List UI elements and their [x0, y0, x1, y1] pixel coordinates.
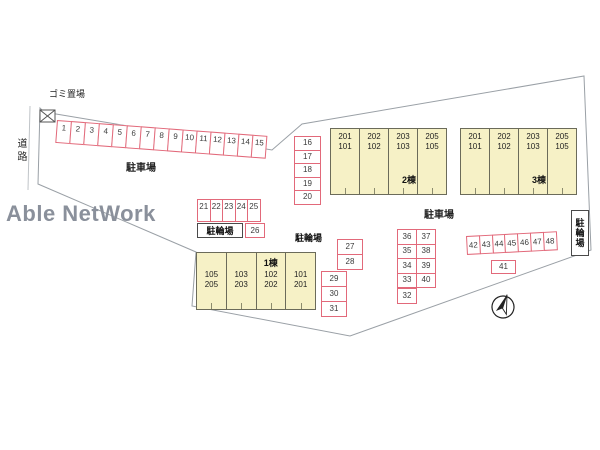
- unit-lower-number: 101: [338, 142, 352, 152]
- unit-upper-number: 202: [497, 132, 511, 141]
- unit-lower-number: 102: [497, 142, 511, 152]
- parking-space: 22: [209, 199, 223, 222]
- parking-space: 33: [397, 272, 417, 288]
- unit-upper-number: 203: [526, 132, 540, 141]
- parking-space: 37: [416, 229, 436, 245]
- parking-space: 21: [197, 199, 211, 222]
- unit-cell: 203 103: [518, 129, 547, 194]
- unit-upper-number: 205: [555, 132, 569, 141]
- parking-grid-row: 36 37: [397, 229, 436, 245]
- parking-space: 16: [294, 136, 321, 151]
- parking-space: 40: [416, 272, 436, 288]
- unit-lower-number: 202: [264, 280, 278, 290]
- parking-space-41: 41: [491, 260, 516, 274]
- building-2-label: 2棟: [401, 175, 416, 185]
- parking-space: 48: [542, 231, 558, 251]
- parking-space: 25: [247, 199, 261, 222]
- unit-upper-number: 203: [396, 132, 410, 141]
- parking-space: 36: [397, 229, 417, 245]
- unit-cell: 102 202: [255, 253, 286, 309]
- bicycle-parking-box-right: 駐輪場: [571, 210, 589, 256]
- parking-space: 27: [337, 239, 363, 255]
- unit-lower-number: 103: [396, 142, 410, 152]
- parking-space: 29: [321, 271, 347, 287]
- garbage-area-label: ゴミ置場: [49, 89, 86, 99]
- building-3-label: 3棟: [531, 175, 546, 185]
- unit-lower-number: 103: [526, 142, 540, 152]
- unit-upper-number: 202: [367, 132, 381, 141]
- compass-icon: [491, 294, 515, 319]
- unit-cell: 105 205: [197, 253, 226, 309]
- parking-space: 38: [416, 243, 436, 259]
- unit-upper-number: 205: [425, 132, 439, 141]
- unit-cell: 205 105: [547, 129, 576, 194]
- building-3-units: 201 101 202 102 203 103 205 105: [461, 129, 576, 194]
- unit-cell: 202 102: [489, 129, 518, 194]
- site-boundary-line: [37, 75, 592, 337]
- unit-cell: 101 201: [285, 253, 315, 309]
- parking-space-26: 26: [245, 223, 265, 238]
- parking-grid-33-40: 36 37 35 38 34 39 33 40: [397, 229, 436, 288]
- unit-cell: 203 103: [388, 129, 417, 194]
- unit-lower-number: 101: [468, 142, 482, 152]
- bicycle-parking-label-middle: 駐輪場: [295, 233, 323, 243]
- parking-space-32: 32: [397, 288, 417, 304]
- unit-cell: 202 102: [359, 129, 388, 194]
- unit-lower-number: 102: [367, 142, 381, 152]
- unit-lower-number: 201: [293, 280, 308, 290]
- unit-upper-number: 102: [264, 270, 278, 279]
- parking-space: 34: [397, 258, 417, 274]
- unit-cell: 201 101: [331, 129, 359, 194]
- unit-lower-number: 105: [555, 142, 569, 152]
- road-label: 道路: [15, 138, 26, 164]
- parking-space: 15: [250, 134, 268, 159]
- unit-cell: 201 101: [461, 129, 489, 194]
- parking-space: 39: [416, 258, 436, 274]
- unit-upper-number: 103: [234, 270, 248, 279]
- building-2-units: 201 101 202 102 203 103 205 105: [331, 129, 446, 194]
- parking-space: 31: [321, 301, 347, 317]
- parking-space: 24: [234, 199, 248, 222]
- brand-watermark: Able NetWork: [6, 201, 156, 226]
- unit-cell: 103 203: [225, 253, 256, 309]
- unit-lower-number: 105: [425, 142, 439, 152]
- unit-lower-number: 203: [234, 280, 248, 290]
- building-1-units: 105 205 103 203 102 202 101 201: [197, 253, 315, 309]
- parking-grid-row: 34 39: [397, 258, 436, 274]
- parking-space: 28: [337, 254, 363, 270]
- building-1-label: 1棟: [263, 258, 278, 268]
- building-1: 105 205 103 203 102 202 101 201 1棟: [196, 252, 316, 310]
- parking-lot-label-left: 駐車場: [126, 163, 156, 174]
- building-2: 201 101 202 102 203 103 205 105 2棟: [330, 128, 447, 195]
- unit-upper-number: 101: [293, 270, 308, 279]
- bicycle-parking-box-left: 駐輪場: [197, 223, 243, 238]
- parking-space: 35: [397, 243, 417, 259]
- parking-space: 23: [222, 199, 236, 222]
- building-3: 201 101 202 102 203 103 205 105 3棟: [460, 128, 577, 195]
- garbage-box-icon: [39, 109, 56, 123]
- parking-grid-row: 33 40: [397, 272, 436, 288]
- parking-space: 30: [321, 286, 347, 302]
- unit-upper-number: 201: [468, 132, 482, 141]
- parking-space: 17: [294, 149, 321, 164]
- road-edge-line: [27, 105, 31, 191]
- parking-space: 19: [294, 176, 321, 191]
- parking-grid-row: 35 38: [397, 243, 436, 259]
- unit-lower-number: 205: [204, 280, 219, 290]
- unit-upper-number: 105: [204, 270, 219, 279]
- parking-lot-label-right: 駐車場: [424, 210, 454, 221]
- unit-cell: 205 105: [417, 129, 446, 194]
- parking-space: 20: [294, 190, 321, 205]
- parking-space: 18: [294, 163, 321, 178]
- unit-upper-number: 201: [338, 132, 352, 141]
